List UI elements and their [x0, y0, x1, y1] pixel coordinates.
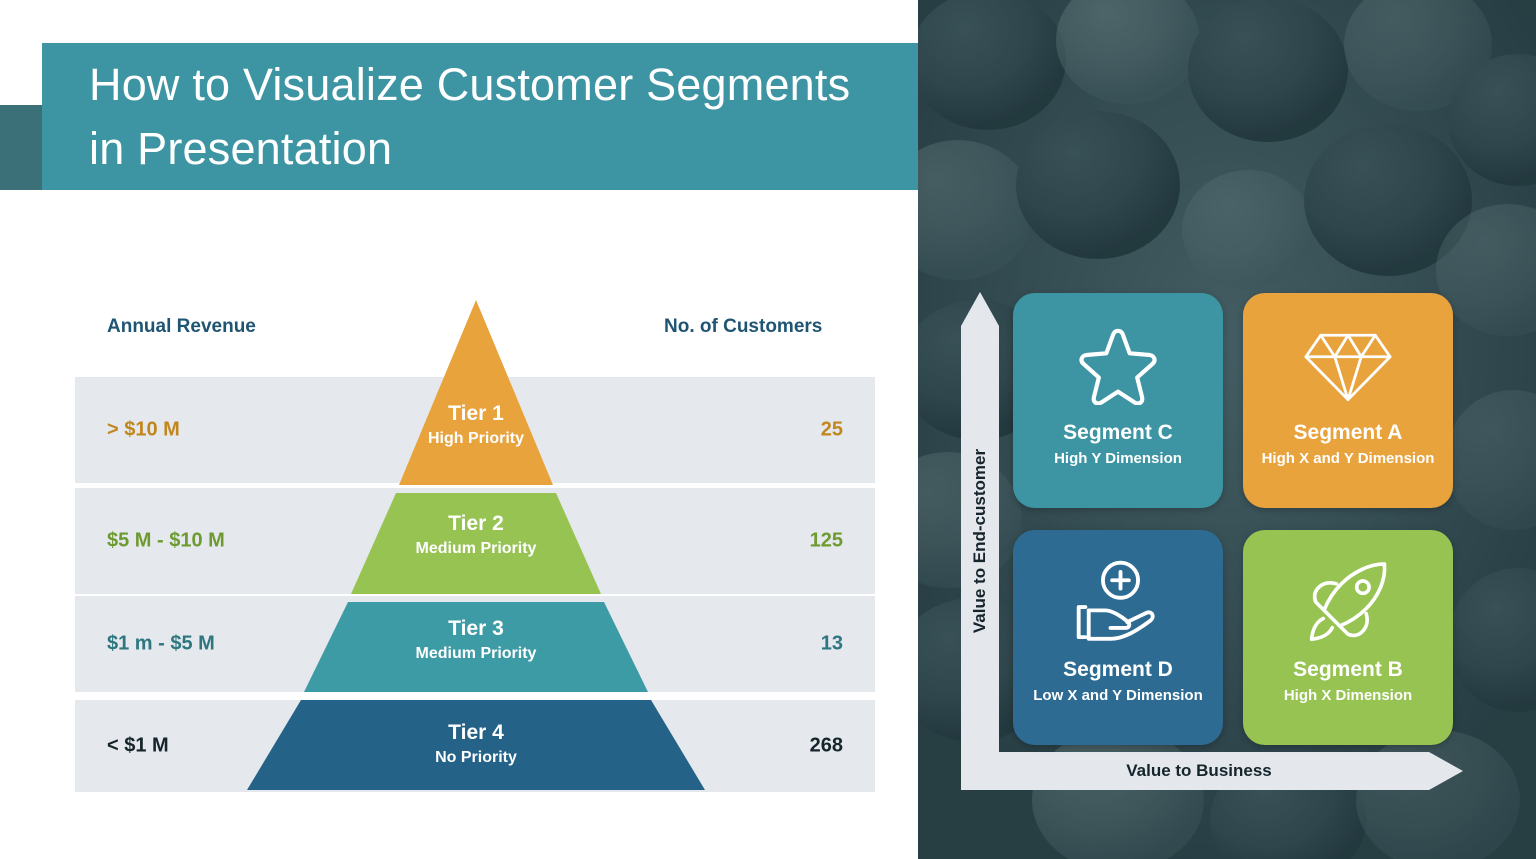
- table-row: < $1 M 268: [75, 700, 875, 792]
- table-row: $1 m - $5 M 13: [75, 596, 875, 692]
- diamond-icon: [1302, 309, 1394, 421]
- revenue-label-tier-3: $1 m - $5 M: [107, 632, 215, 655]
- segment-subtitle: High X and Y Dimension: [1261, 450, 1435, 468]
- segment-card-b[interactable]: Segment B High X Dimension: [1243, 530, 1453, 745]
- hand-plus-icon: [1072, 546, 1164, 658]
- segment-subtitle: Low X and Y Dimension: [1033, 687, 1203, 705]
- segment-title: Segment B: [1293, 658, 1403, 681]
- segment-title: Segment C: [1063, 421, 1173, 444]
- segment-card-c[interactable]: Segment C High Y Dimension: [1013, 293, 1223, 508]
- x-axis-arrow: Value to Business: [961, 752, 1463, 790]
- column-header-revenue: Annual Revenue: [107, 316, 256, 337]
- customer-count-tier-3: 13: [820, 632, 843, 655]
- segment-title: Segment A: [1293, 421, 1403, 444]
- segment-subtitle: High X Dimension: [1283, 687, 1413, 705]
- pyramid-panel: Annual Revenue No. of Customers > $10 M …: [0, 190, 918, 859]
- customer-count-tier-4: 268: [809, 734, 843, 757]
- customer-count-tier-1: 25: [820, 418, 843, 441]
- revenue-label-tier-1: > $10 M: [107, 418, 180, 441]
- column-header-customers: No. of Customers: [664, 316, 823, 337]
- revenue-label-tier-2: $5 M - $10 M: [107, 529, 225, 552]
- segment-title: Segment D: [1063, 658, 1173, 681]
- segment-card-a[interactable]: Segment A High X and Y Dimension: [1243, 293, 1453, 508]
- page-title: How to Visualize Customer Segments in Pr…: [89, 58, 851, 174]
- revenue-label-tier-4: < $1 M: [107, 734, 169, 757]
- y-axis-arrow: Value to End-customer: [961, 292, 999, 790]
- segment-card-d[interactable]: Segment D Low X and Y Dimension: [1013, 530, 1223, 745]
- matrix-panel: Value to End-customer Value to Business …: [918, 0, 1536, 859]
- segment-subtitle: High Y Dimension: [1054, 450, 1182, 468]
- rocket-icon: [1305, 546, 1391, 658]
- y-axis-label: Value to End-customer: [970, 448, 990, 634]
- table-row: $5 M - $10 M 125: [75, 488, 875, 594]
- table-row: > $10 M 25: [75, 377, 875, 483]
- star-icon: [1076, 309, 1160, 421]
- customer-count-tier-2: 125: [809, 529, 843, 552]
- x-axis-label: Value to Business: [1126, 761, 1272, 780]
